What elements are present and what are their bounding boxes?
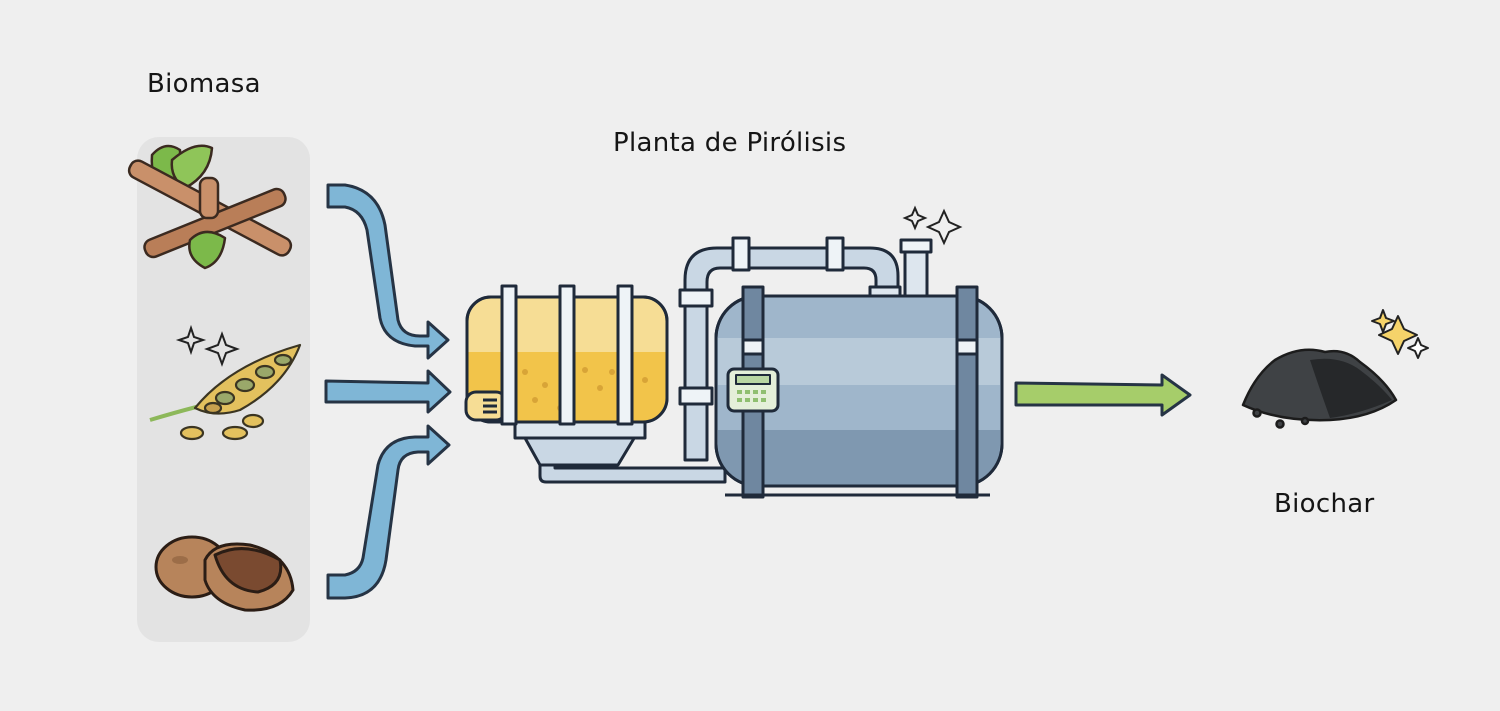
input-arrow-middle: [324, 369, 452, 414]
biochar-label: Biochar: [1274, 489, 1375, 519]
wheat-grain-icon: [149, 343, 302, 441]
biochar-pile-icon: [1241, 348, 1398, 429]
pyrolysis-plant-label: Planta de Pirólisis: [613, 128, 847, 158]
wood-branch-icon: [127, 144, 293, 270]
sparkle-icon: [175, 324, 240, 367]
input-arrow-top: [326, 183, 450, 360]
input-arrow-bottom: [326, 424, 451, 600]
biomass-label: Biomasa: [147, 69, 261, 99]
pyrolysis-plant-icon: [464, 236, 1004, 499]
sparkle-icon: [902, 205, 963, 246]
output-arrow: [1014, 373, 1192, 417]
input-arrows: [324, 183, 452, 600]
sparkle-icon: [1371, 309, 1429, 359]
coconut-icon: [154, 535, 295, 612]
